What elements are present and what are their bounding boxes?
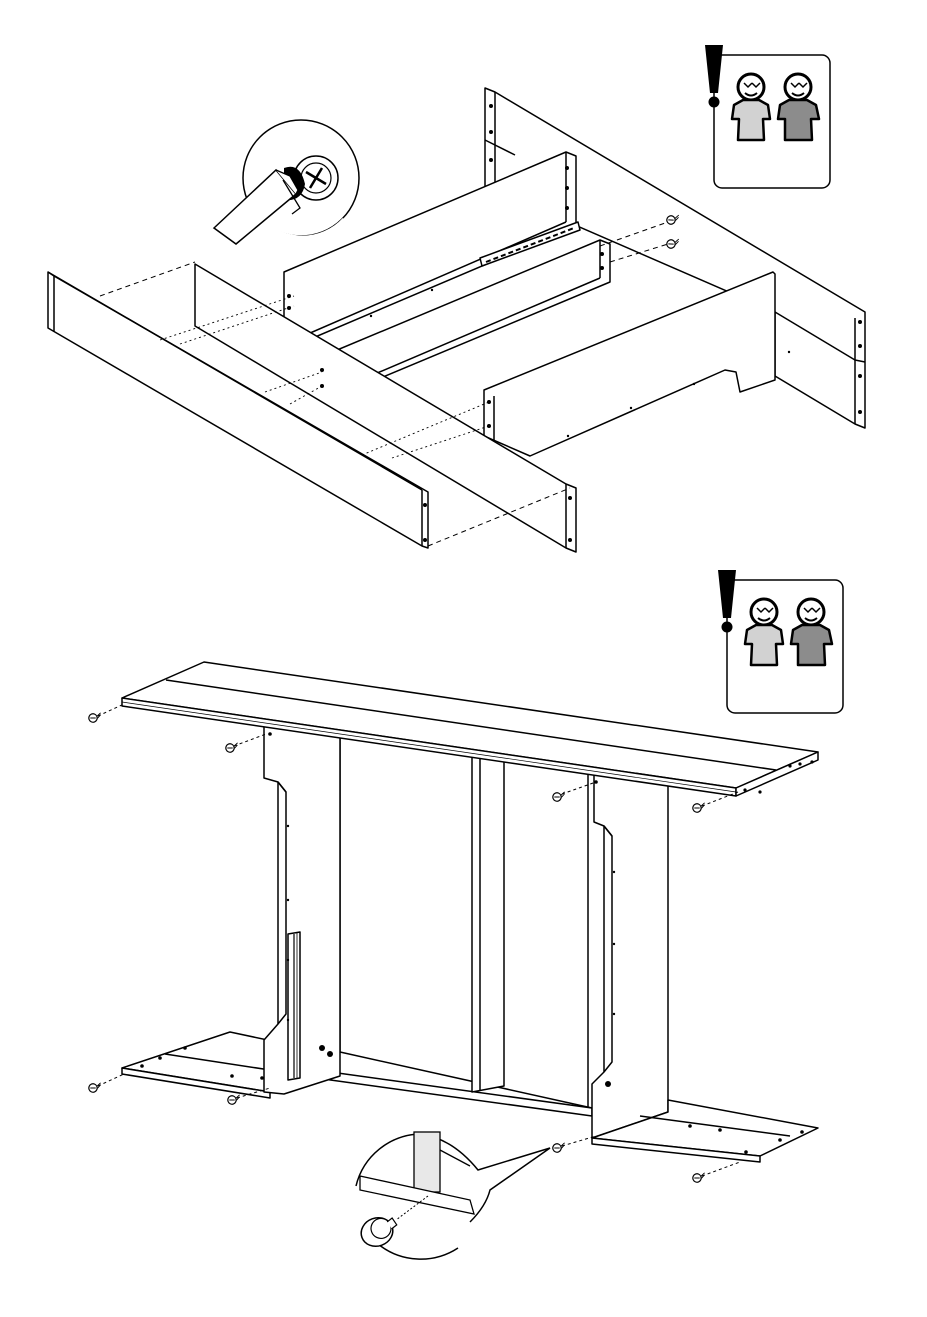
right-side-panel [592,772,668,1138]
center-divider [472,756,504,1092]
left-side-panel [264,726,340,1094]
two-person-warning-icon [718,570,843,713]
step-top-and-feet [88,662,818,1183]
cam-lock-screwdriver-icon [214,120,359,244]
left-side-panel-rail [288,932,300,1080]
foot-glide-detail-icon [356,1132,550,1259]
rear-center-panel [340,736,588,1110]
two-person-warning-icon [705,45,830,188]
